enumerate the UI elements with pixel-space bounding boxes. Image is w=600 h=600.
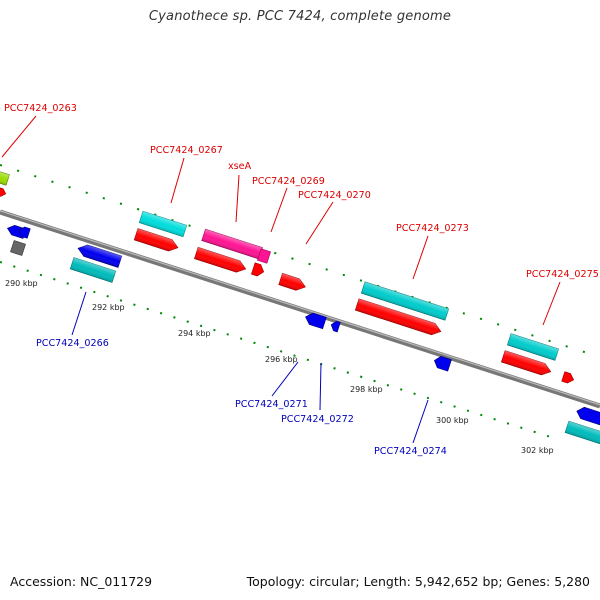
kbp-label-300: 300 kbp (436, 416, 469, 425)
kbp-label-296: 296 kbp (265, 355, 298, 364)
cds-0265-arrow (18, 226, 31, 239)
cds-0269-arrow (251, 262, 265, 277)
cds-0266-arrow (77, 244, 123, 268)
cds-0274-arrow (434, 356, 452, 372)
cds-0267-arrow (133, 228, 179, 252)
reverse-features (6, 225, 600, 446)
callout-0273 (412, 235, 429, 280)
kbp-label-302: 302 kbp (521, 446, 554, 455)
callout-0272 (319, 362, 322, 411)
label-PCC7424-0272: PCC7424_0272 (281, 414, 354, 425)
misc-feature-box (10, 240, 26, 256)
cds-0270-arrow (278, 272, 306, 291)
label-PCC7424-0263: PCC7424_0263 (4, 103, 77, 114)
label-PCC7424-0269: PCC7424_0269 (252, 176, 325, 187)
kbp-label-292: 292 kbp (92, 303, 125, 312)
cds-0275-arrow (500, 350, 552, 376)
inner-tick-ring (0, 261, 561, 441)
cds-0277-arrow (576, 406, 600, 428)
callout-0270 (305, 201, 334, 245)
reverse-gene-labels: PCC7424_0266 PCC7424_0271 PCC7424_0272 P… (36, 338, 447, 457)
kbp-label-290: 290 kbp (5, 279, 38, 288)
gene-0273-box (360, 281, 450, 321)
label-PCC7424-0273: PCC7424_0273 (396, 223, 469, 234)
genome-backbone (0, 209, 600, 409)
callout-0266 (71, 291, 87, 336)
label-xseA: xseA (228, 161, 252, 172)
label-PCC7424-0275: PCC7424_0275 (526, 269, 599, 280)
callout-0275 (542, 281, 561, 326)
kbp-label-298: 298 kbp (350, 385, 383, 394)
cds-0276-arrow (561, 371, 575, 384)
forward-gene-labels: PCC7424_0263 PCC7424_0267 xseA PCC7424_0… (4, 103, 599, 280)
cds-0273-arrow (354, 298, 442, 336)
gene-0263-partial (0, 168, 10, 186)
callout-0267 (170, 157, 185, 204)
gene-0267-box (138, 210, 188, 238)
gene-0269-box (257, 248, 271, 264)
callout-0274 (412, 399, 429, 444)
label-PCC7424-0274: PCC7424_0274 (374, 446, 447, 457)
gene-0266-box (69, 257, 117, 283)
callout-xseA (235, 174, 240, 223)
label-PCC7424-0270: PCC7424_0270 (298, 190, 371, 201)
callout-0271 (271, 361, 299, 397)
cds-0271-arrow (305, 312, 327, 330)
callout-lines (1, 115, 561, 444)
genome-title: Cyanothece sp. PCC 7424, complete genome (148, 9, 452, 24)
gene-0275-box (506, 333, 560, 361)
gene-0277-box (564, 420, 600, 446)
forward-features (0, 168, 575, 384)
callout-0269 (270, 187, 288, 233)
cds-0263-partial (0, 184, 7, 197)
accession-text: Accession: NC_011729 (10, 574, 153, 589)
label-PCC7424-0266: PCC7424_0266 (36, 338, 109, 349)
kbp-label-294: 294 kbp (178, 329, 211, 338)
genome-summary-text: Topology: circular; Length: 5,942,652 bp… (246, 574, 590, 589)
cds-0272-arrow (330, 320, 341, 333)
genome-backbone-highlight (0, 210, 600, 406)
cds-xseA-arrow (194, 246, 247, 273)
label-PCC7424-0267: PCC7424_0267 (150, 145, 223, 156)
label-PCC7424-0271: PCC7424_0271 (235, 399, 308, 410)
scale-labels: 290 kbp 292 kbp 294 kbp 296 kbp 298 kbp … (5, 279, 554, 455)
callout-0263 (1, 115, 37, 158)
